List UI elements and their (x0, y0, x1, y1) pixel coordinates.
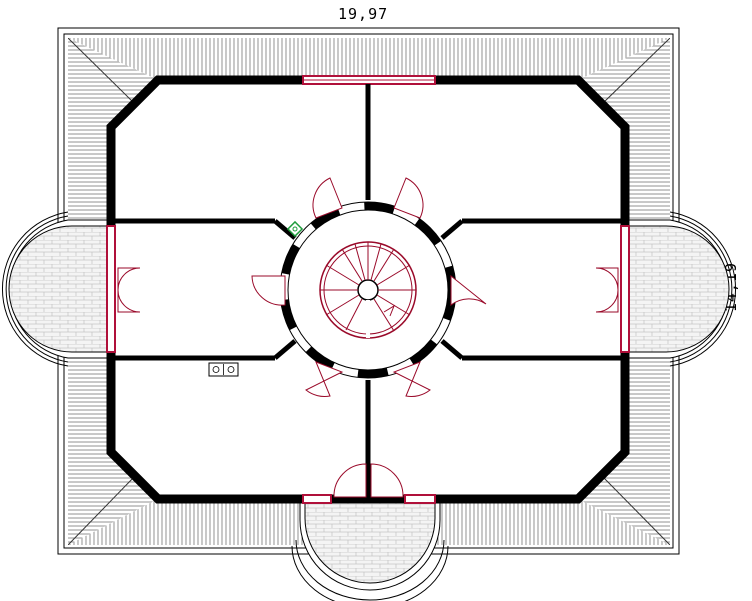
radiator-icon (208, 362, 239, 377)
terrace-doors (117, 267, 619, 498)
left-terrace (1, 211, 112, 367)
fixture-green-icon (286, 220, 304, 238)
windows (106, 75, 630, 504)
bottom-terrace (291, 498, 449, 601)
interior-walls (115, 84, 621, 495)
right-terrace (624, 211, 737, 367)
rotunda-doors (251, 177, 487, 397)
spiral-staircase (319, 241, 417, 339)
width-dimension-label: 19,97 (338, 5, 389, 23)
